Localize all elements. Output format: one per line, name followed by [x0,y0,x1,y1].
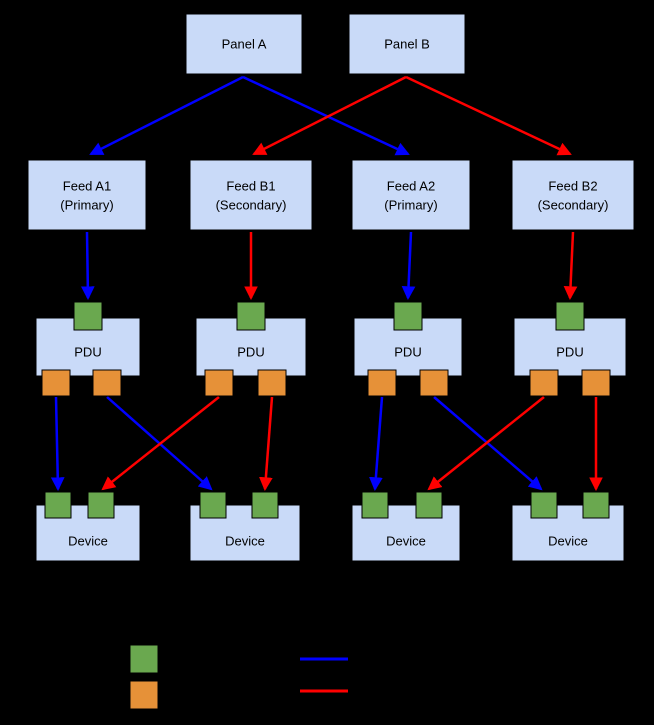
pdu2-input-port [236,301,266,331]
feed-b1-role: (Secondary) [216,198,287,213]
feed-b1-name: Feed B1 [226,179,275,194]
panel-a-box [185,13,303,75]
pdu2-output-port-1 [204,369,234,397]
feed-a2-box [351,159,471,231]
legend-orange-swatch [129,680,159,710]
pdu4-label: PDU [556,345,583,360]
feed-b2-name: Feed B2 [548,179,597,194]
panel-b-label: Panel B [384,37,430,52]
device3-label: Device [386,534,426,549]
pdu3-output-port-2 [419,369,449,397]
feed-a1-box [27,159,147,231]
pdu3-label: PDU [394,345,421,360]
device2-input-port-1 [199,491,227,519]
device2-input-port-2 [251,491,279,519]
pdu1-output-port-1 [41,369,71,397]
device1-input-port-2 [87,491,115,519]
feed-a1-role: (Primary) [60,198,113,213]
arrow-panel-a-to-feed-a1 [89,75,244,156]
pdu1-label: PDU [74,345,101,360]
feed-a2-name: Feed A2 [387,179,435,194]
feed-a1-name: Feed A1 [63,179,111,194]
feed-b2-role: (Secondary) [538,198,609,213]
feed-b1-box [189,159,313,231]
arrow-feed-a2-to-pdu3 [401,231,416,301]
feed-b2-box [511,159,635,231]
pdu4-output-port-1 [529,369,559,397]
pdu3-output-port-1 [367,369,397,397]
device3-input-port-2 [415,491,443,519]
device2-label: Device [225,534,265,549]
arrow-panel-b-to-feed-b1 [252,75,407,156]
arrow-panel-b-to-feed-b2 [405,75,572,156]
device1-label: Device [68,534,108,549]
arrow-pdu2-to-device1 [101,396,220,491]
arrow-pdu2-to-device2 [259,396,274,492]
arrow-panel-a-to-feed-a2 [242,75,410,156]
pdu1-input-port [73,301,103,331]
device1-input-port-1 [44,491,72,519]
feed-a2-role: (Primary) [384,198,437,213]
panel-a-label: Panel A [222,37,267,52]
arrow-pdu1-to-device1 [50,396,65,492]
legend-green-swatch [129,644,159,674]
device4-input-port-2 [582,491,610,519]
arrow-feed-b2-to-pdu4 [563,231,578,301]
pdu2-output-port-2 [257,369,287,397]
pdu1-output-port-2 [92,369,122,397]
pdu2-label: PDU [237,345,264,360]
arrow-pdu3-to-device3 [369,396,384,492]
arrow-feed-a1-to-pdu1 [80,231,95,301]
device4-input-port-1 [530,491,558,519]
pdu3-input-port [393,301,423,331]
pdu4-output-port-2 [581,369,611,397]
device3-input-port-1 [361,491,389,519]
arrow-pdu4-to-device3 [427,396,545,491]
panel-b-box [348,13,466,75]
pdu4-input-port [555,301,585,331]
device4-label: Device [548,534,588,549]
